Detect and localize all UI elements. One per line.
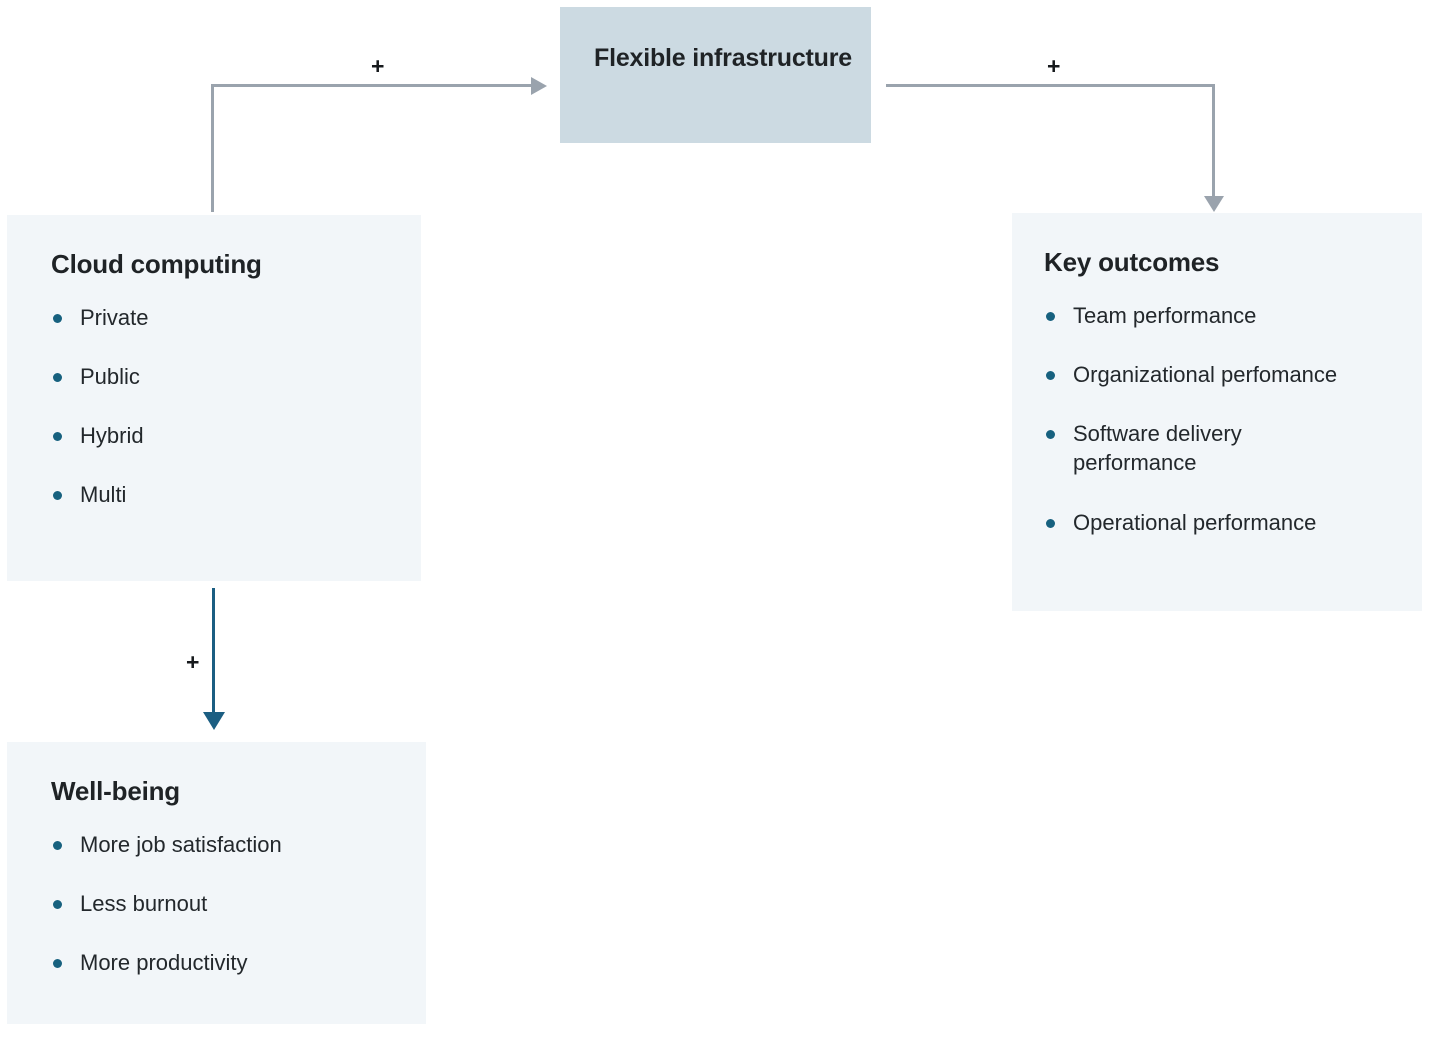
list-item: Less burnout (51, 889, 426, 918)
box-key-outcomes: Key outcomes Team performance Organizati… (1012, 213, 1422, 611)
connector-horizontal-segment (211, 84, 533, 87)
list-item-label: Hybrid (80, 423, 144, 449)
connector-horizontal-segment (886, 84, 1215, 87)
list-item: Software delivery performance (1044, 419, 1303, 478)
arrow-head-right-icon (531, 76, 547, 95)
box-cloud-computing: Cloud computing Private Public Hybrid Mu… (7, 215, 421, 581)
list-item: Public (51, 362, 421, 391)
bullet-dot-icon (53, 899, 62, 909)
connector-vertical-segment (1212, 84, 1215, 198)
list-item-label: Team performance (1073, 302, 1257, 328)
bullet-dot-icon (53, 491, 62, 501)
bullet-dot-icon (53, 840, 62, 850)
connector-label-plus: + (1047, 53, 1061, 79)
connector-label-plus: + (186, 649, 200, 675)
box-flexible-infrastructure: Flexible infrastructure (560, 7, 871, 143)
bullet-dot-icon (1046, 518, 1055, 528)
connector-vertical-segment (211, 84, 214, 212)
list-item-label: Private (80, 304, 149, 330)
box-cloud-computing-title: Cloud computing (51, 249, 262, 279)
list-item: Organizational perfomance (1044, 360, 1422, 389)
bullet-dot-icon (1046, 370, 1055, 380)
box-well-being-title: Well-being (51, 776, 180, 806)
list-item-label: More productivity (80, 950, 248, 976)
list-item: Multi (51, 480, 421, 509)
list-item-label: Less burnout (80, 890, 208, 916)
list-item: Operational performance (1044, 508, 1422, 537)
list-item: Private (51, 303, 421, 332)
list-item-label: Multi (80, 482, 127, 508)
well-being-list: More job satisfaction Less burnout More … (51, 830, 426, 978)
list-item-label: More job satisfaction (80, 831, 282, 857)
list-item-label: Software delivery performance (1073, 421, 1242, 476)
box-flexible-infrastructure-title: Flexible infrastructure (594, 44, 852, 72)
cloud-computing-list: Private Public Hybrid Multi (51, 303, 421, 510)
bullet-dot-icon (1046, 311, 1055, 321)
arrow-head-down-icon (202, 712, 225, 730)
bullet-dot-icon (1046, 430, 1055, 440)
connector-label-plus: + (371, 53, 385, 79)
connector-vertical-segment (212, 588, 215, 713)
arrow-head-down-icon (1203, 196, 1224, 212)
box-well-being: Well-being More job satisfaction Less bu… (7, 742, 426, 1024)
bullet-dot-icon (53, 432, 62, 442)
list-item: Team performance (1044, 301, 1422, 330)
key-outcomes-list: Team performance Organizational perfoman… (1044, 301, 1422, 537)
bullet-dot-icon (53, 372, 62, 382)
bullet-dot-icon (53, 313, 62, 323)
box-key-outcomes-title: Key outcomes (1044, 247, 1220, 277)
list-item-label: Public (80, 363, 140, 389)
list-item: Hybrid (51, 421, 421, 450)
list-item: More productivity (51, 948, 426, 977)
bullet-dot-icon (53, 959, 62, 969)
list-item-label: Operational performance (1073, 509, 1317, 535)
list-item-label: Organizational perfomance (1073, 361, 1338, 387)
list-item: More job satisfaction (51, 830, 426, 859)
